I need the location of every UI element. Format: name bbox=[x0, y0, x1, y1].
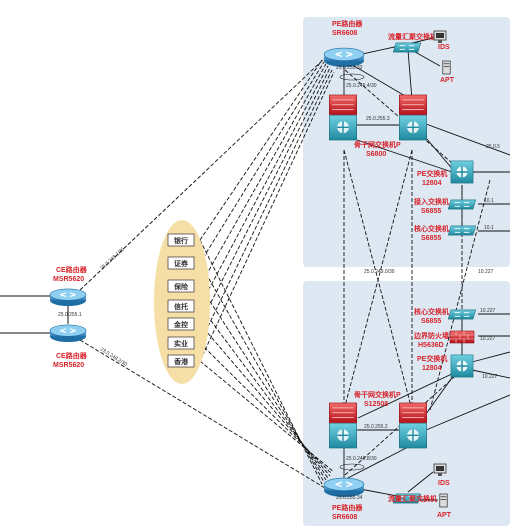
top-flow-switch-icon bbox=[392, 42, 422, 53]
business-tag-label: 金控 bbox=[173, 320, 188, 329]
bottom-backbone-switch-left-icon bbox=[328, 402, 358, 449]
top-ids-label: IDS bbox=[438, 44, 450, 51]
ce-ip-between: 25.0.255.1 bbox=[58, 312, 82, 318]
business-tag-label: 保险 bbox=[173, 282, 189, 291]
top-apt-icon bbox=[442, 60, 451, 75]
ce-ip-lower: 23.0.248.2/30 bbox=[99, 347, 128, 368]
middle-link-ip: 25.0.249.0/30 bbox=[364, 269, 395, 275]
top-pe-switch-label: PE交换机 bbox=[417, 169, 447, 178]
bottom-firewall-label: 边界防火墙 bbox=[413, 331, 449, 340]
bottom-backbone-model: S12508 bbox=[364, 401, 388, 408]
bottom-core-switch-icon bbox=[447, 309, 477, 320]
bottom-flow-switch-label: 流量汇聚交换机 bbox=[388, 494, 437, 503]
bottom-ip-right1: 10.227 bbox=[480, 308, 496, 314]
top-ip-pe: 25.0.255.33 bbox=[336, 65, 363, 71]
business-tag-label: 香港 bbox=[173, 357, 189, 366]
ce-router-top-label: CE路由器 bbox=[56, 265, 88, 274]
business-tag-label: 证券 bbox=[174, 259, 189, 268]
top-ip-right4: 10.227 bbox=[478, 269, 494, 275]
top-backbone-switch-left-icon bbox=[328, 94, 358, 141]
top-flow-switch-label: 流量汇聚交换机 bbox=[388, 32, 437, 41]
bottom-apt-icon bbox=[439, 493, 448, 508]
top-ip-right2: 10.1 bbox=[484, 198, 494, 204]
bottom-pe-router-label: PE路由器 bbox=[332, 503, 363, 512]
top-pe-switch-icon bbox=[450, 160, 474, 184]
top-pe-switch-model: 12804 bbox=[422, 180, 442, 187]
top-ip-backbone: 25.0.255.3 bbox=[366, 116, 390, 122]
top-access-switch-label: 接入交换机 bbox=[414, 197, 449, 206]
business-tag-box bbox=[167, 354, 195, 368]
top-backbone-model: S6800 bbox=[366, 151, 386, 158]
bottom-firewall-model: H5636D bbox=[418, 342, 444, 349]
top-pe-router-label: PE路由器 bbox=[332, 19, 363, 28]
top-pe-router-model: SR6608 bbox=[332, 30, 357, 37]
business-tag-label: 银行 bbox=[174, 236, 188, 245]
business-tag-box bbox=[167, 336, 195, 350]
bottom-ip-backbone: 25.0.255.2 bbox=[364, 424, 388, 430]
business-tag: 银行 bbox=[167, 233, 195, 247]
top-core-switch-icon bbox=[447, 225, 477, 236]
bottom-ip-right2: 10.227 bbox=[480, 336, 496, 342]
bottom-ip-pe-mid: 25.0.249.8/30 bbox=[346, 456, 377, 462]
top-access-switch-model: S6855 bbox=[421, 208, 441, 215]
top-backbone-label: 骨干网交换机P bbox=[354, 140, 401, 149]
bottom-core-switch-model: S6855 bbox=[421, 318, 441, 325]
ce-router-top-model: MSR5620 bbox=[53, 276, 84, 283]
bottom-backbone-label: 骨干网交换机P bbox=[354, 390, 401, 399]
top-backbone-switch-right-icon bbox=[398, 94, 428, 141]
bottom-backbone-switch-right-icon bbox=[398, 402, 428, 449]
business-tag-box bbox=[167, 299, 195, 313]
business-tag-label: 实业 bbox=[174, 339, 188, 348]
bottom-apt-label: APT bbox=[437, 512, 452, 519]
business-tag: 实业 bbox=[167, 336, 195, 350]
business-tag-box bbox=[167, 233, 195, 247]
bottom-pe-switch-label: PE交换机 bbox=[417, 354, 447, 363]
bottom-pe-switch-icon bbox=[450, 354, 474, 378]
ce-router-top-icon bbox=[49, 288, 87, 307]
top-core-switch-model: S6855 bbox=[421, 235, 441, 242]
business-tag: 香港 bbox=[167, 354, 195, 368]
bottom-pe-router-model: SR6608 bbox=[332, 514, 357, 521]
top-core-switch-label: 核心交换机 bbox=[414, 224, 449, 233]
ce-router-bottom-icon bbox=[49, 324, 87, 343]
top-ip-right1: 25.0.5 bbox=[486, 144, 500, 150]
bottom-ip-right3: 10.227 bbox=[482, 374, 498, 380]
bottom-firewall-icon bbox=[449, 330, 475, 344]
business-tag-box bbox=[167, 317, 195, 331]
top-ip-right3: 10.1 bbox=[484, 225, 494, 231]
business-tag-box bbox=[167, 256, 195, 270]
ce-router-bottom-label: CE路由器 bbox=[56, 351, 88, 360]
bottom-ip-pe: 25.0.255.34 bbox=[336, 495, 363, 501]
ce-ip-upper: 25.0.248.1/30 bbox=[99, 246, 126, 271]
business-tag: 保险 bbox=[167, 279, 195, 293]
bottom-ids-label: IDS bbox=[438, 480, 450, 487]
business-tag: 信托 bbox=[167, 299, 195, 313]
business-tag: 证券 bbox=[167, 256, 195, 270]
top-apt-label: APT bbox=[440, 77, 455, 84]
business-tag-label: 信托 bbox=[174, 302, 188, 311]
top-access-switch-icon bbox=[447, 199, 477, 210]
top-ip-pe-mid: 25.0.249.4/30 bbox=[346, 83, 377, 89]
bottom-pe-switch-model: 12804 bbox=[422, 365, 442, 372]
bottom-core-switch-label: 核心交换机 bbox=[414, 307, 449, 316]
business-tag: 金控 bbox=[167, 317, 195, 331]
business-tag-box bbox=[167, 279, 195, 293]
ce-router-bottom-model: MSR5620 bbox=[53, 362, 84, 369]
